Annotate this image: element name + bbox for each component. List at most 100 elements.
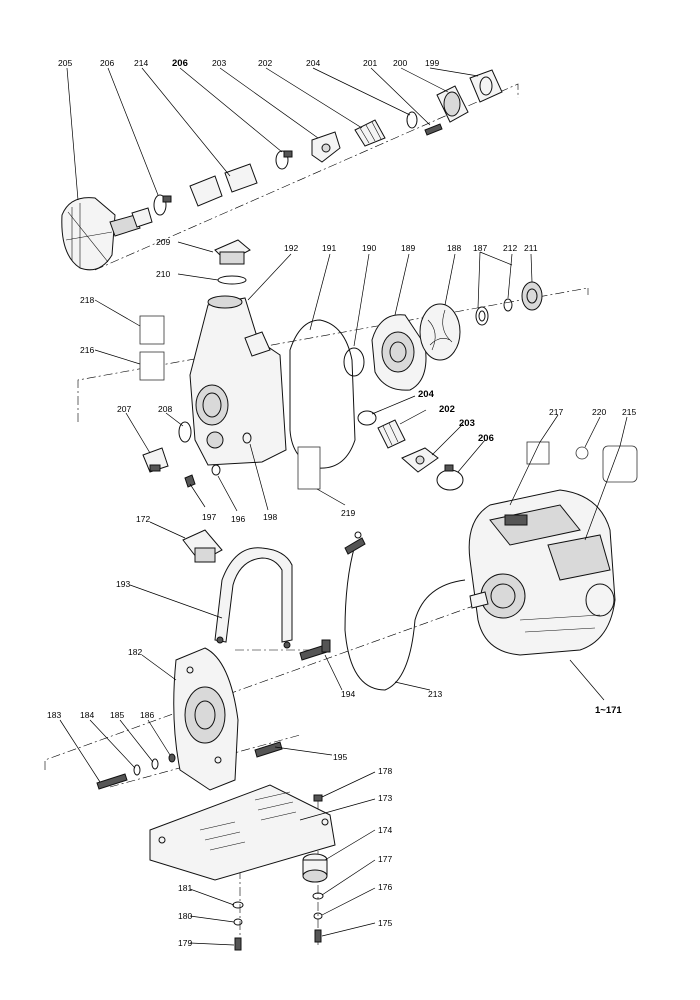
callout-204-bold: 204: [418, 389, 435, 400]
leader-lines: [59, 67, 628, 946]
callout-181: 181: [178, 883, 192, 893]
callout-180: 180: [178, 911, 192, 921]
casing-gasket-191: [289, 319, 356, 469]
callout-174: 174: [378, 825, 392, 835]
callout-190: 190: [362, 243, 376, 253]
o-ring-208: [178, 421, 192, 443]
callout-220: 220: [592, 407, 606, 417]
impeller-188: [419, 303, 461, 361]
callout-189: 189: [401, 243, 415, 253]
pump-casing-192: [189, 295, 287, 466]
callout-183: 183: [47, 710, 61, 720]
hose-clamp-206-b: [275, 150, 293, 170]
callout-215: 215: [622, 407, 636, 417]
hose-clamp-206-a: [153, 194, 172, 216]
callout-213: 213: [428, 689, 442, 699]
decal-220-placeholder: [575, 446, 589, 460]
callout-197: 197: [202, 512, 216, 522]
nut-186: [168, 753, 176, 763]
washer-177: [312, 892, 324, 900]
callout-177: 177: [378, 854, 392, 864]
callout-186: 186: [140, 710, 154, 720]
callout-202-bold: 202: [439, 404, 455, 415]
callout-187: 187: [473, 243, 487, 253]
callout-206-bold-b: 206: [478, 433, 494, 444]
callout-196: 196: [231, 514, 245, 524]
o-ring-204: [406, 111, 418, 129]
flange-200: [436, 85, 469, 123]
callout-184: 184: [80, 710, 94, 720]
callout-194: 194: [341, 689, 355, 699]
elbow-203-b: [401, 447, 439, 473]
hose-clamp-206-c: [436, 464, 464, 491]
o-ring-210: [217, 275, 247, 285]
decal-217-placeholder: [526, 441, 550, 465]
mechanical-seal-211: [521, 281, 543, 311]
o-ring-190: [343, 347, 365, 377]
base-plate-173: [149, 784, 336, 881]
callout-200: 200: [393, 58, 407, 68]
washer-212: [503, 298, 513, 312]
callouts: 205 206 214 206 203 202 204 201 200 199 …: [47, 58, 636, 948]
engine-assembly-1-171: [468, 489, 616, 656]
bolt-183: [96, 773, 128, 790]
rubber-mount-174: [302, 853, 328, 883]
nut-197: [184, 474, 196, 488]
callout-175: 175: [378, 918, 392, 928]
bolt-195: [254, 741, 283, 758]
callout-1-171: 1~171: [595, 705, 622, 716]
washer-184: [133, 764, 141, 776]
callout-185: 185: [110, 710, 124, 720]
callout-208: 208: [158, 404, 172, 414]
callout-193: 193: [116, 579, 130, 589]
bolt-175: [314, 929, 322, 943]
bolt-179: [234, 937, 242, 951]
throttle-cable-213: [344, 531, 466, 691]
handle-193: [214, 547, 293, 649]
callout-204: 204: [306, 58, 320, 68]
callout-195: 195: [333, 752, 347, 762]
callout-198: 198: [263, 512, 277, 522]
nut-178: [313, 794, 323, 802]
callout-191: 191: [322, 243, 336, 253]
callout-210: 210: [156, 269, 170, 279]
callout-202: 202: [258, 58, 272, 68]
callout-203: 203: [212, 58, 226, 68]
suction-strainer-205: [61, 197, 153, 271]
bracket-182: [173, 647, 239, 791]
drain-plug-207: [142, 447, 169, 473]
callout-203-bold: 203: [459, 418, 475, 429]
priming-cap-209: [214, 239, 251, 265]
callout-209: 209: [156, 237, 170, 247]
callout-217: 217: [549, 407, 563, 417]
decal-219-placeholder: [297, 446, 321, 490]
decal-216-placeholder: [139, 351, 165, 381]
washer-180: [233, 918, 243, 926]
callout-219: 219: [341, 508, 355, 518]
decal-218-placeholder: [139, 315, 165, 345]
o-ring-204-b: [357, 410, 377, 426]
washer-181: [232, 901, 244, 909]
washer-198: [242, 432, 252, 444]
callout-188: 188: [447, 243, 461, 253]
decal-215-placeholder: [602, 445, 638, 483]
fitting-172: [182, 529, 223, 563]
gasket-199: [469, 69, 503, 103]
callout-201: 201: [363, 58, 377, 68]
nipple-202: [354, 119, 386, 147]
callout-178: 178: [378, 766, 392, 776]
washer-185: [151, 758, 159, 770]
volute-189: [371, 314, 427, 391]
callout-172: 172: [136, 514, 150, 524]
washer-196: [211, 464, 221, 476]
callout-182: 182: [128, 647, 142, 657]
callout-216: 216: [80, 345, 94, 355]
callout-206: 206: [100, 58, 114, 68]
nipple-202-b: [377, 419, 406, 449]
callout-218: 218: [80, 295, 94, 305]
callout-206-bold: 206: [172, 58, 188, 69]
hose-214: [189, 163, 258, 207]
callout-212: 212: [503, 243, 517, 253]
callout-179: 179: [178, 938, 192, 948]
